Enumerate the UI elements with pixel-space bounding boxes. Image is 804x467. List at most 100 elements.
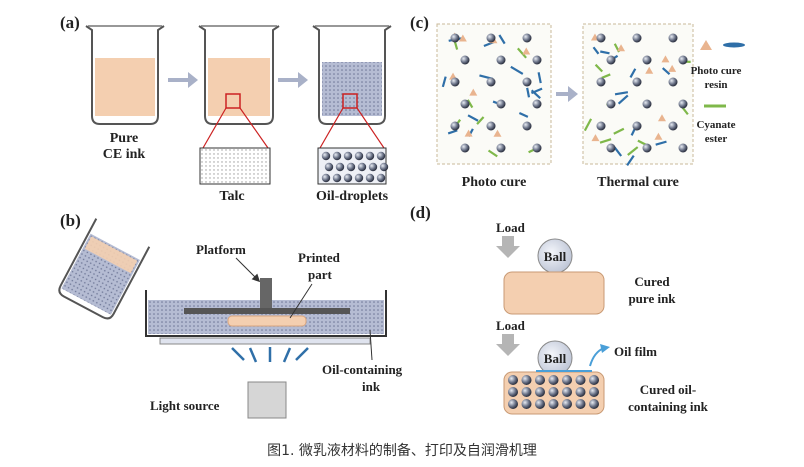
legend-resin-1: Photo cure: [691, 65, 742, 77]
resin-monomer: [493, 129, 502, 137]
oil-droplet: [532, 55, 542, 65]
oil-droplets-label: Oil-droplets: [316, 189, 389, 204]
oil-droplet: [486, 33, 496, 43]
beaker-oil-droplets: [312, 25, 392, 125]
polymer-chain: [626, 155, 635, 166]
oil-droplet: [522, 77, 532, 87]
resin-monomer: [661, 55, 670, 63]
oil-droplet: [521, 375, 532, 385]
oil-droplet: [486, 121, 496, 131]
photo-cure-box: [436, 23, 552, 165]
polymer-chain: [594, 63, 604, 73]
load-arrow-1: [496, 236, 520, 258]
resin-monomer: [522, 47, 531, 55]
oil-droplet: [508, 399, 518, 409]
oil-droplet: [632, 33, 642, 43]
oil-droplet: [357, 162, 367, 172]
oil-droplet: [596, 33, 606, 43]
polymer-chain: [467, 114, 479, 122]
printed-label-1: Printed: [298, 250, 341, 265]
resin-vat: [145, 278, 387, 345]
oil-droplet: [522, 33, 532, 43]
legend-resin-2: resin: [704, 79, 727, 91]
oil-droplet: [642, 99, 652, 109]
oil-film-label: Oil film: [614, 344, 657, 359]
panel-b-label: (b): [60, 211, 81, 230]
ball-label-1: Ball: [544, 249, 567, 264]
thermal-cure-box: [582, 23, 694, 165]
oil-droplet: [535, 375, 545, 385]
panel-a-label: (a): [60, 13, 80, 32]
oil-droplet: [562, 387, 572, 397]
figure-caption: 图1. 微乳液材料的制备、打印及自润滑机理: [267, 443, 537, 459]
resin-monomer: [654, 132, 663, 140]
photo-cure-network: [441, 32, 543, 158]
polymer-chain: [518, 111, 529, 118]
oil-droplet: [450, 33, 460, 43]
beaker-pure-ink: [85, 25, 165, 125]
beaker-talc: [198, 25, 280, 125]
oil-droplet: [365, 173, 375, 183]
panel-c-label: (c): [410, 13, 429, 32]
panel-d-label: (d): [410, 203, 431, 222]
oil-droplet: [575, 375, 586, 385]
load-arrow-2: [496, 334, 520, 356]
oil-droplet: [632, 77, 642, 87]
ball-label-2: Ball: [544, 351, 567, 366]
polymer-chain: [583, 118, 593, 132]
oil-droplet: [589, 375, 599, 385]
printed-label-2: part: [308, 267, 333, 282]
oil-droplet: [508, 375, 518, 385]
polymer-chain: [655, 140, 667, 146]
oil-droplet: [460, 143, 470, 153]
oil-droplet: [589, 399, 599, 409]
oil-droplet: [548, 387, 559, 397]
oil-droplet: [368, 162, 378, 172]
oil-droplet: [321, 151, 331, 161]
resin-monomer: [645, 66, 654, 74]
oil-droplet: [346, 162, 356, 172]
oil-droplet: [379, 162, 389, 172]
resin-legend-icon: [700, 40, 712, 50]
oil-droplet: [521, 399, 532, 409]
polymer-chain: [487, 149, 498, 158]
oil-containing-label: Oil-containing: [322, 362, 403, 377]
polymer-chain: [441, 76, 447, 88]
containing-ink-label: containing ink: [628, 399, 709, 414]
oil-droplet: [606, 99, 616, 109]
figure: (a) Pure CE ink Talc Oil-droplets (c) Ph…: [58, 13, 745, 419]
resin-monomer: [591, 134, 600, 142]
oil-droplet: [575, 387, 586, 397]
thermal-cure-network: [583, 33, 691, 166]
oil-droplet: [324, 162, 334, 172]
oil-droplet: [642, 143, 652, 153]
polymer-chain: [599, 138, 612, 144]
cured-pure-block: [503, 271, 605, 315]
pure-label: Pure: [110, 131, 139, 146]
photo-cure-label: Photo cure: [462, 175, 527, 190]
polymer-chain: [627, 146, 639, 156]
polymer-chain: [601, 73, 611, 79]
oil-droplet: [521, 387, 532, 397]
oil-droplet: [508, 387, 518, 397]
oil-droplet: [606, 55, 616, 65]
pouring-beaker: [58, 218, 151, 320]
oil-droplet: [596, 121, 606, 131]
oil-droplet: [535, 399, 545, 409]
oil-droplet: [335, 162, 345, 172]
polymer-chain: [614, 91, 629, 96]
cure-arrow: [556, 86, 578, 102]
polymer-chain: [510, 65, 524, 75]
oil-droplet: [354, 173, 364, 183]
polymer-chain: [526, 87, 531, 98]
resin-monomer: [617, 44, 626, 52]
oil-droplet: [332, 151, 342, 161]
resin-monomer: [668, 64, 677, 72]
oil-droplet: [532, 99, 542, 109]
oil-droplet: [589, 387, 599, 397]
ink-label: ink: [362, 379, 381, 394]
oil-droplet: [668, 121, 678, 131]
oil-droplet: [632, 121, 642, 131]
oil-droplet: [668, 33, 678, 43]
polymer-chain: [617, 94, 629, 105]
